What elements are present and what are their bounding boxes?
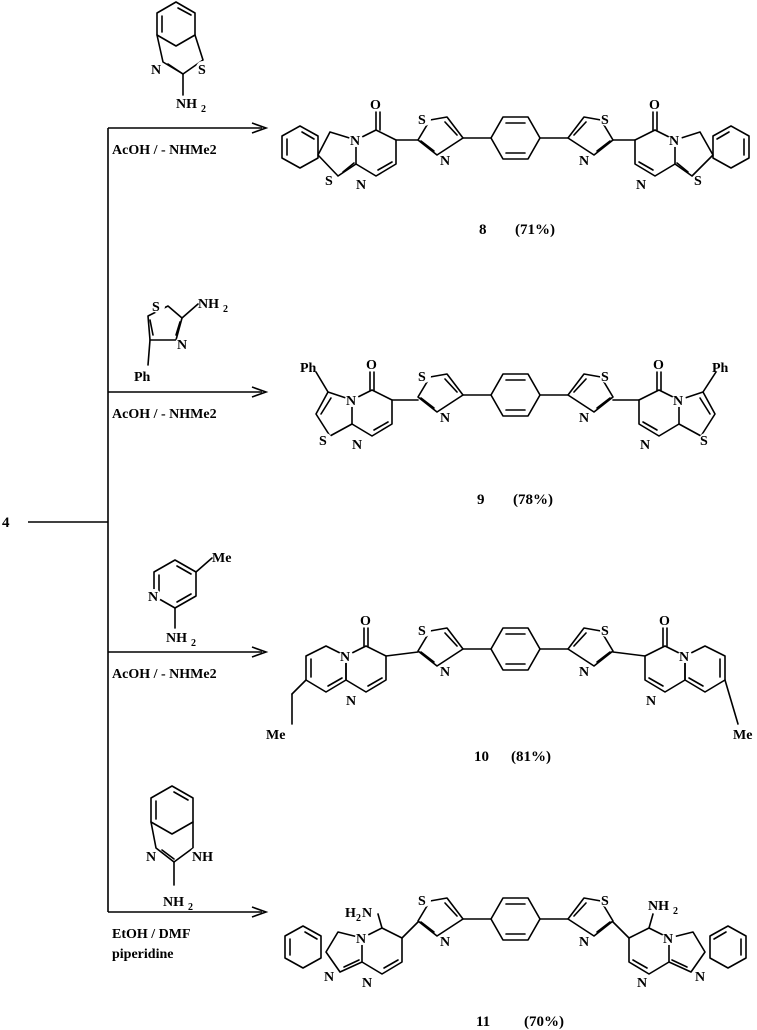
product-10-yield: (81%) [511, 749, 551, 765]
atom-label: S [700, 434, 708, 449]
subscript: 2 [673, 906, 678, 917]
atom-label: O [366, 358, 377, 373]
atom-label: Me [266, 728, 285, 743]
atom-label: O [649, 98, 660, 113]
atom-label: N [637, 976, 647, 991]
subscript: 2 [188, 902, 193, 913]
atom-label: Me [212, 551, 231, 566]
atom-label: NH [192, 850, 213, 865]
product-10: S S N N N N O Me N N [266, 613, 752, 743]
atom-label: N [151, 63, 161, 78]
product-9-yield: (78%) [513, 492, 553, 508]
atom-label: NH [648, 899, 669, 914]
product-10-number: 10 [474, 749, 489, 765]
atom-label: N [346, 694, 356, 709]
atom-label: N [352, 438, 362, 453]
arrowheads [251, 122, 269, 918]
subscript: 2 [201, 104, 206, 115]
atom-label: S [198, 63, 206, 78]
conditions-2: AcOH / - NHMe2 [112, 407, 217, 422]
atom-label: N [440, 935, 450, 950]
atom-label: N [362, 976, 372, 991]
atom-label: N [177, 338, 187, 353]
subscript: 2 [223, 304, 228, 315]
subscript: 2 [191, 638, 196, 649]
atom-label: O [659, 614, 670, 629]
atom-label: S [418, 113, 426, 128]
atom-label: N [440, 665, 450, 680]
atom-label: NH [166, 631, 187, 646]
conditions-3: AcOH / - NHMe2 [112, 667, 217, 682]
reagent-aminophenylthiazole: S N NH 2 Ph [134, 297, 228, 385]
atom-label: S [601, 370, 609, 385]
conditions-1: AcOH / - NHMe2 [112, 143, 217, 158]
atom-label: N [695, 970, 705, 985]
atom-label: N [356, 932, 366, 947]
atom-label: N [350, 134, 360, 149]
atom-label: N [148, 590, 158, 605]
atom-label: N [356, 178, 366, 193]
atom-label: S [694, 174, 702, 189]
atom-label: S [418, 894, 426, 909]
atom-label: N [146, 850, 156, 865]
product-11: S S N N N N N H 2 N N [284, 892, 747, 991]
atom-label: N [324, 970, 334, 985]
atom-label: O [360, 614, 371, 629]
atom-label: N [579, 154, 589, 169]
atom-label: N [646, 694, 656, 709]
subscript: 2 [356, 913, 361, 924]
atom-label: S [601, 113, 609, 128]
atom-label: N [579, 665, 589, 680]
reagent-aminobenzothiazole: S N NH 2 [150, 1, 210, 115]
conditions-4-line1: EtOH / DMF [112, 927, 191, 942]
atom-label: N [679, 650, 689, 665]
atom-label: N [340, 650, 350, 665]
atom-label: NH [163, 895, 184, 910]
atom-label: N [440, 154, 450, 169]
atom-label: S [418, 370, 426, 385]
product-9-number: 9 [477, 492, 485, 508]
product-8: S S N N N S N O [281, 97, 750, 193]
atom-label: O [370, 98, 381, 113]
atom-label: N [669, 134, 679, 149]
atom-label: S [319, 434, 327, 449]
atom-label: N [579, 935, 589, 950]
atom-label: Me [733, 728, 752, 743]
product-11-number: 11 [476, 1014, 490, 1030]
atom-label: S [601, 894, 609, 909]
atom-label: S [418, 624, 426, 639]
atom-label: N [663, 932, 673, 947]
atom-label: N [579, 411, 589, 426]
branch-lines [28, 127, 262, 913]
atom-label: N [346, 394, 356, 409]
product-8-number: 8 [479, 222, 487, 238]
atom-label: N [673, 394, 683, 409]
product-9: S S N N N S N O Ph N S [300, 357, 729, 453]
atom-label: S [152, 300, 160, 315]
atom-label: N [640, 438, 650, 453]
atom-label: NH [176, 97, 197, 112]
reagent-aminobenzimidazole: N NH NH 2 [145, 785, 213, 913]
atom-label: N [636, 178, 646, 193]
atom-label: S [325, 174, 333, 189]
product-8-yield: (71%) [515, 222, 555, 238]
starting-material-label: 4 [2, 515, 10, 531]
atom-label: H [345, 906, 356, 921]
atom-label: Ph [300, 361, 317, 376]
atom-label: S [601, 624, 609, 639]
reagent-aminomethylpyridine: N Me NH 2 [147, 551, 231, 649]
atom-label: N [362, 906, 372, 921]
atom-label: O [653, 358, 664, 373]
atom-label: Ph [134, 370, 151, 385]
conditions-4-line2: piperidine [112, 947, 173, 962]
atom-label: Ph [712, 361, 729, 376]
atom-label: N [440, 411, 450, 426]
product-11-yield: (70%) [524, 1014, 564, 1030]
atom-label: NH [198, 297, 219, 312]
